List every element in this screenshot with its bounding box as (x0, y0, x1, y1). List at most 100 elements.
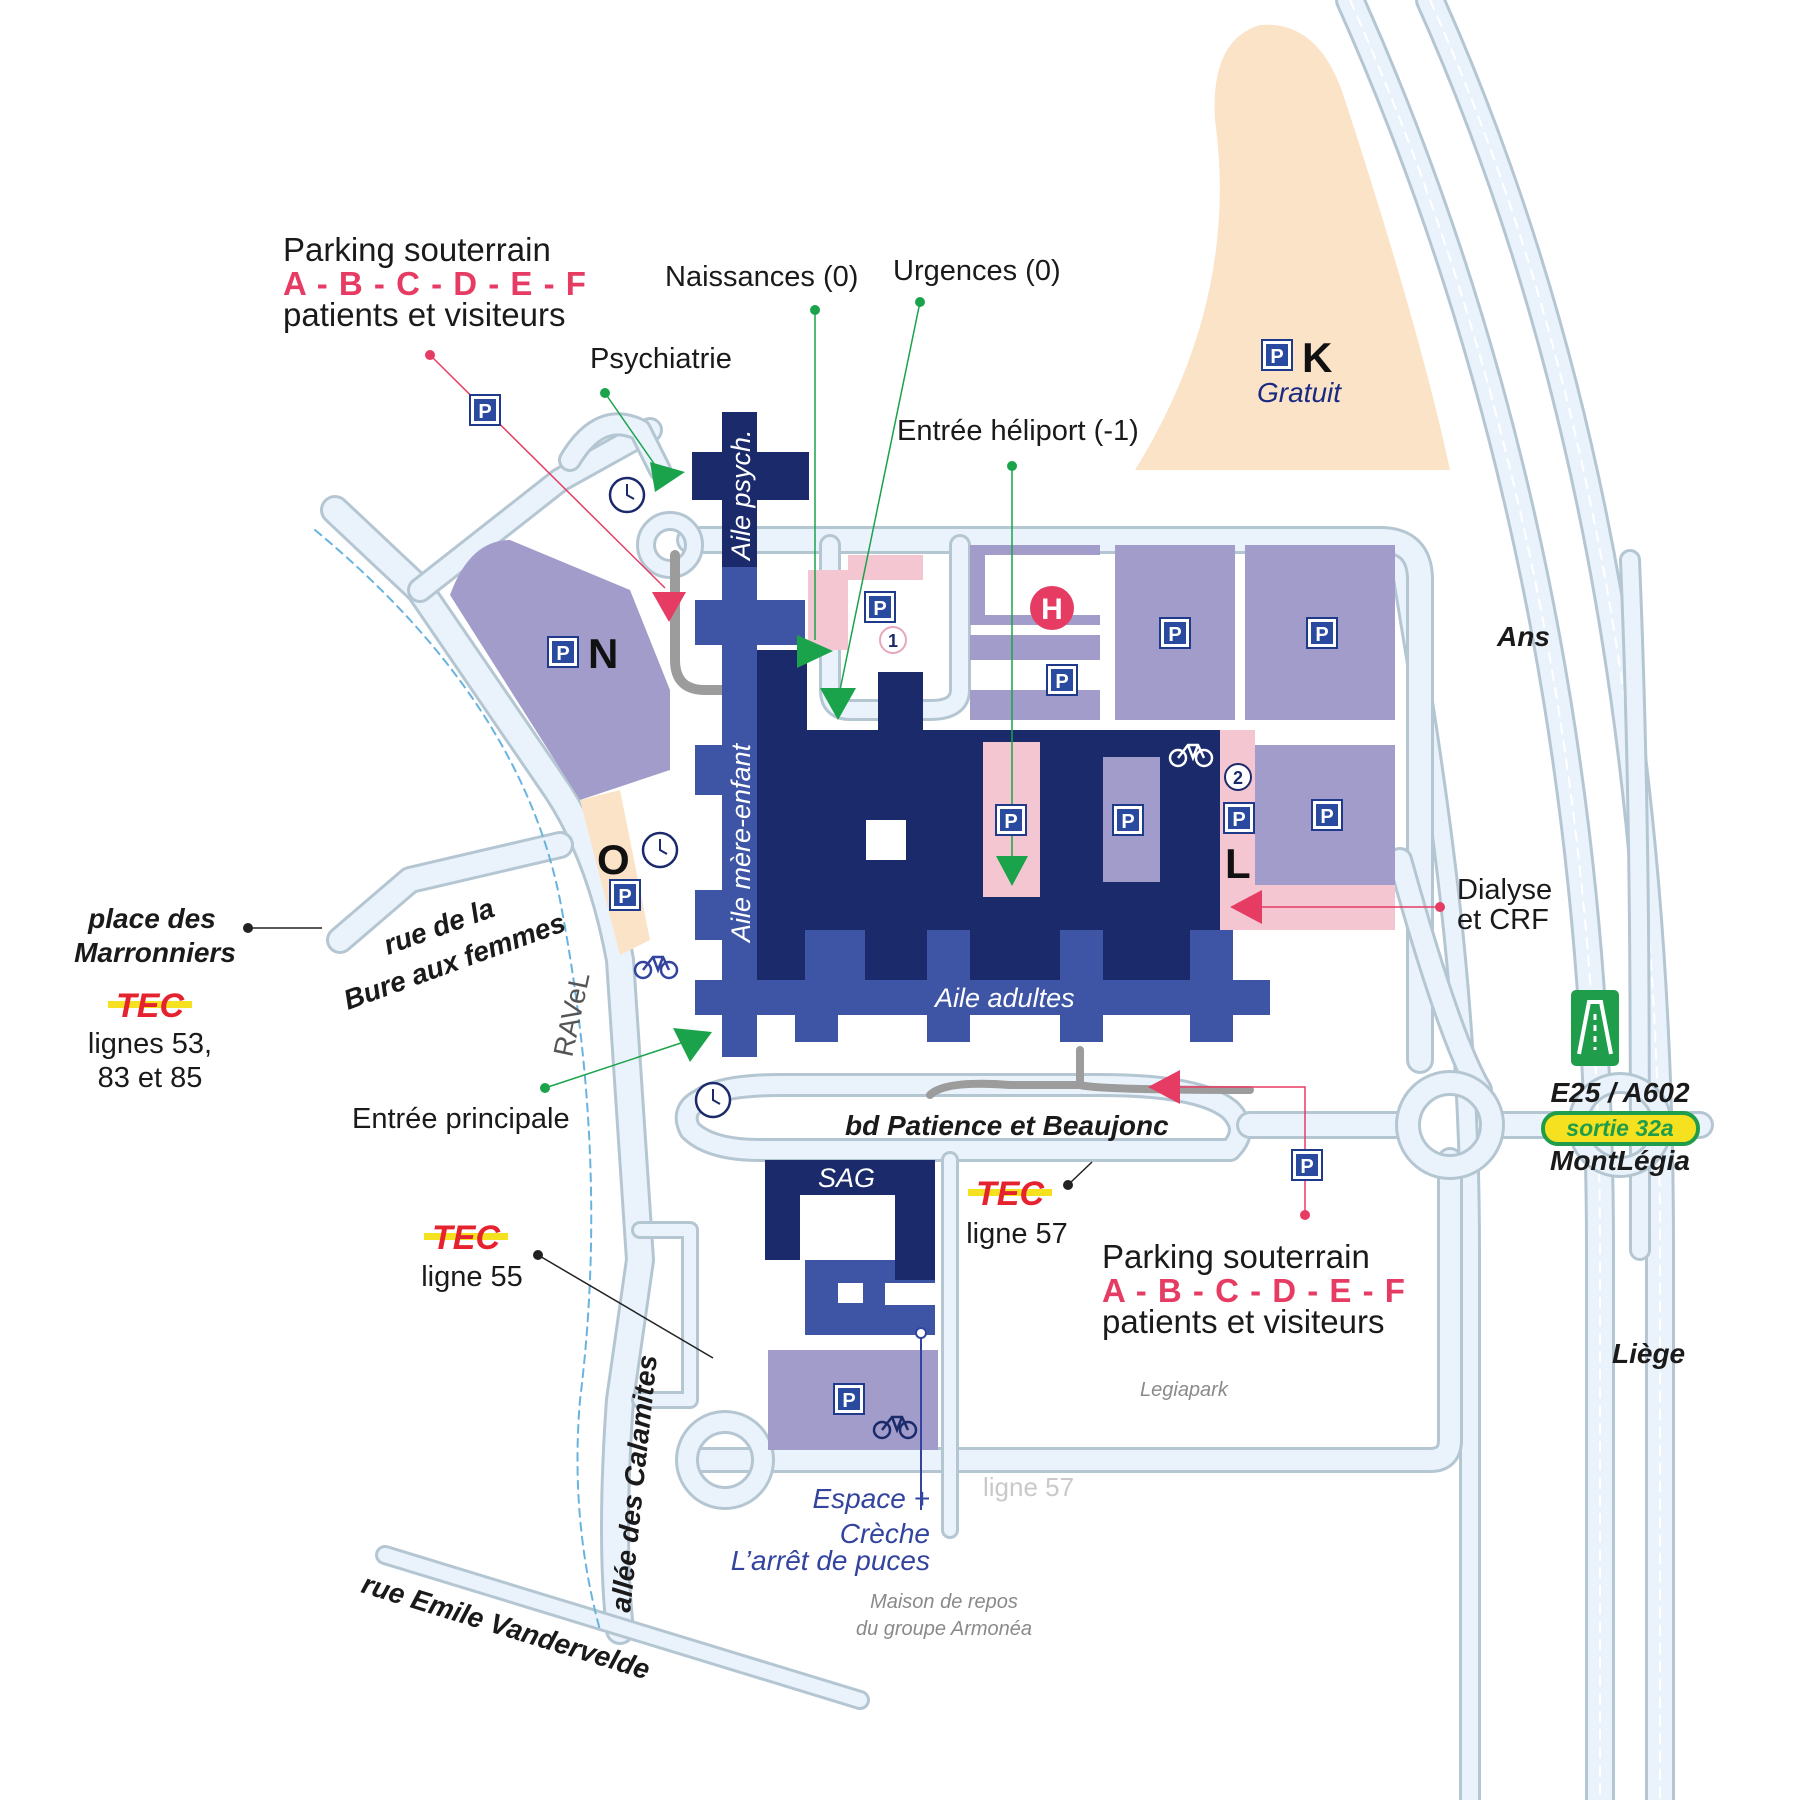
label-dialyse-1: Dialyse (1457, 874, 1552, 906)
parking-icon: P (469, 394, 501, 426)
tec-logo: TEC (108, 987, 192, 1025)
arrow-principale (673, 1028, 712, 1062)
place-ans: Ans (1496, 621, 1550, 652)
parking-s-title: Parking souterrain (1102, 1238, 1370, 1275)
svg-text:P: P (556, 643, 569, 665)
svg-text:P: P (1055, 671, 1068, 693)
svg-text:2: 2 (1233, 768, 1243, 788)
arrow-psychiatrie (650, 462, 685, 492)
label-naissances: Naissances (0) (665, 261, 858, 293)
bicycle-icon (872, 1415, 918, 1440)
parking-icon: P (609, 879, 641, 911)
place-legiapark: Legiapark (1140, 1379, 1229, 1401)
parking-l-letter: L (1225, 840, 1251, 887)
parking-icon: P (1261, 339, 1293, 371)
pink-strip-2 (848, 555, 923, 580)
svg-text:1: 1 (888, 631, 898, 651)
svg-text:P: P (1320, 806, 1333, 828)
arrow-parking-nw (652, 592, 686, 622)
badge-2: 2 (1224, 763, 1252, 791)
svg-text:P: P (1300, 1156, 1313, 1178)
parking-icon: P (1112, 804, 1144, 836)
svg-text:H: H (1041, 593, 1063, 626)
parking-icon: P (1159, 617, 1191, 649)
svg-text:TEC: TEC (432, 1219, 500, 1257)
label-heliport: Entrée héliport (-1) (897, 415, 1139, 447)
roundabouts (636, 511, 1673, 1510)
svg-text:P: P (842, 1390, 855, 1412)
svg-text:P: P (1168, 624, 1181, 646)
svg-text:TEC: TEC (116, 987, 184, 1025)
svg-text:P: P (1232, 809, 1245, 831)
espace-2: Crèche (840, 1518, 930, 1549)
service-road-s (926, 1046, 1254, 1099)
service-road-n (670, 550, 735, 695)
ravel-label: RAVeL (548, 970, 596, 1060)
place-liege: Liège (1612, 1338, 1685, 1369)
hospital-building (692, 412, 1270, 1057)
svg-text:P: P (618, 886, 631, 908)
badge-1: 1 (879, 626, 907, 654)
street-bd: bd Patience et Beaujonc (845, 1110, 1169, 1141)
parking-o-letter: O (597, 836, 630, 883)
espace-3: L’arrêt de puces (731, 1545, 930, 1576)
parking-nw-subtitle: patients et visiteurs (283, 296, 565, 333)
tec-line-55: ligne 55 (421, 1261, 523, 1293)
helipad-icon: H (1030, 586, 1074, 630)
parking-k-area (1135, 24, 1450, 471)
ravel-path (314, 529, 601, 1631)
parking-icon: P (1311, 799, 1343, 831)
wing-adultes: Aile adultes (933, 983, 1075, 1013)
arrow-heads (650, 462, 1262, 1104)
parking-o-area (580, 790, 650, 955)
road-network (314, 0, 1714, 1800)
place-maison-2: du groupe Armonéa (856, 1618, 1032, 1640)
wing-psych: Aile psych. (726, 429, 756, 562)
highway-exit: sortie 32a (1566, 1115, 1674, 1141)
clock-icon (641, 831, 679, 869)
pointer-dots (243, 297, 1445, 1339)
wing-mere-enfant: Aile mère-enfant (726, 742, 756, 944)
svg-text:P: P (478, 401, 491, 423)
parking-icon: P (1291, 1149, 1323, 1181)
motorway-icon (1571, 990, 1619, 1066)
label-urgences: Urgences (0) (893, 255, 1061, 287)
parking-lav-1c (970, 690, 1100, 720)
pointer-lines (250, 301, 1440, 1510)
parking-nw-title: Parking souterrain (283, 231, 551, 268)
svg-text:TEC: TEC (976, 1175, 1044, 1213)
tec-line-57: ligne 57 (966, 1218, 1068, 1250)
clock-icon (608, 476, 646, 514)
local-roads (320, 412, 1714, 1710)
tec-logo: TEC (424, 1219, 508, 1257)
place-marronniers-2: Marronniers (74, 937, 236, 968)
svg-text:P: P (1004, 811, 1017, 833)
faded-ligne-57: ligne 57 (983, 1472, 1074, 1502)
highway-name: MontLégia (1550, 1145, 1690, 1176)
tec-logo: TEC (968, 1175, 1052, 1213)
parking-icon: P (864, 591, 896, 623)
tec-lines-53-1: lignes 53, (88, 1028, 212, 1060)
parking-icon: P (995, 804, 1027, 836)
place-marronniers-1: place des (87, 903, 216, 934)
pink-strip-1 (808, 570, 848, 650)
clock-icon (694, 1081, 732, 1119)
espace-1: Espace + (812, 1483, 930, 1514)
arrow-heliport (996, 856, 1028, 886)
sag-building (765, 1160, 935, 1335)
highway-exit-badge (1541, 1111, 1700, 1146)
svg-text:P: P (873, 598, 886, 620)
place-maison-1: Maison de repos (870, 1591, 1018, 1613)
parking-k-letter: K (1302, 334, 1332, 381)
bicycle-icon (1168, 743, 1214, 768)
parking-icon: P (1223, 802, 1255, 834)
svg-text:P: P (1270, 346, 1283, 368)
label-psychiatrie: Psychiatrie (590, 343, 732, 375)
bicycle-icon (633, 955, 679, 980)
label-entree-principale: Entrée principale (352, 1103, 570, 1135)
svg-text:P: P (1315, 624, 1328, 646)
parking-n-letter: N (588, 630, 618, 677)
parking-s-letters: A - B - C - D - E - F (1102, 1272, 1406, 1309)
